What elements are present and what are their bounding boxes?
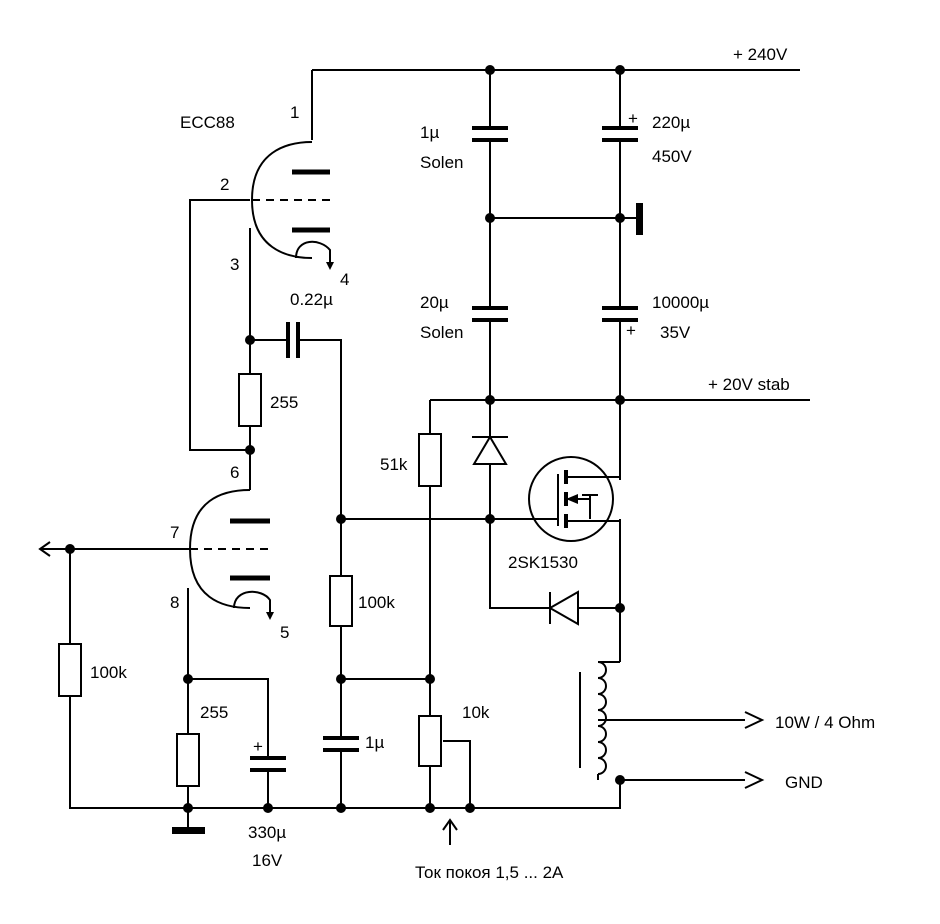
label-c2-polarity: + <box>628 109 638 128</box>
junction-dot <box>336 674 346 684</box>
label-r-grid: 100k <box>90 663 127 682</box>
junction-dot <box>425 674 435 684</box>
label-c-bypass-value: 330µ <box>248 823 286 842</box>
wire-upper-grid-loop <box>189 199 250 451</box>
junction-dot <box>485 213 495 223</box>
output-transformer <box>579 661 620 780</box>
resistor-100k-mid <box>329 575 353 627</box>
label-c2-value: 220µ <box>652 113 690 132</box>
wire-pot-wiper <box>455 740 471 808</box>
junction-dot <box>245 335 255 345</box>
label-stab-supply: + 20V stab <box>708 375 790 394</box>
wire-diode-to-node <box>489 464 550 609</box>
junction-dot <box>336 514 346 524</box>
label-r-mid: 100k <box>358 593 395 612</box>
label-c3-value: 20µ <box>420 293 449 312</box>
label-pin-8: 8 <box>170 593 179 612</box>
label-tube-type: ECC88 <box>180 113 235 132</box>
input-arrow-icon <box>38 541 51 557</box>
label-c1-make: Solen <box>420 153 463 172</box>
junction-dot <box>615 603 625 613</box>
capacitor-1u-bottom <box>323 736 359 752</box>
junction-dot <box>615 65 625 75</box>
junction-dot <box>183 803 193 813</box>
gnd-out-arrow-icon <box>744 771 765 789</box>
capacitor-1u-solen <box>472 126 508 142</box>
potentiometer-10k <box>418 715 442 767</box>
junction-dot <box>615 213 625 223</box>
label-gnd-out: GND <box>785 773 823 792</box>
mosfet-2sk1530 <box>528 456 621 542</box>
label-c-bottom: 1µ <box>365 733 384 752</box>
triode-lower <box>188 489 274 620</box>
label-pin-2: 2 <box>220 175 229 194</box>
junction-dot <box>65 544 75 554</box>
capacitor-0-22u <box>286 322 300 358</box>
junction-dot <box>615 395 625 405</box>
label-c4-rating: 35V <box>660 323 691 342</box>
label-pin-7: 7 <box>170 523 179 542</box>
junction-dot <box>263 803 273 813</box>
capacitor-20u-solen <box>472 306 508 322</box>
label-r-upper-cathode: 255 <box>270 393 298 412</box>
junction-dot <box>336 803 346 813</box>
wire-hv-rail <box>311 69 800 140</box>
junction-dot <box>615 775 625 785</box>
capacitor-220u <box>602 126 638 142</box>
label-coupling-cap: 0.22µ <box>290 290 333 309</box>
label-c2-rating: 450V <box>652 147 692 166</box>
label-pin-3: 3 <box>230 255 239 274</box>
ground-bar <box>172 827 205 834</box>
speaker-out-arrow-icon <box>744 711 765 729</box>
zener-diode <box>472 435 508 465</box>
label-c4-polarity: + <box>626 321 636 340</box>
label-hv-supply: + 240V <box>733 45 788 64</box>
label-bias-note: Ток покоя 1,5 ... 2A <box>415 863 564 882</box>
resistor-255-upper <box>238 373 262 427</box>
label-speaker-out: 10W / 4 Ohm <box>775 713 875 732</box>
bias-arrow-icon <box>442 818 458 845</box>
label-pin-1: 1 <box>290 103 299 122</box>
junction-dot <box>485 65 495 75</box>
junction-dot <box>183 674 193 684</box>
resistor-51k <box>418 433 442 487</box>
label-pin-6: 6 <box>230 463 239 482</box>
chassis-ground-bar <box>636 203 643 235</box>
label-mosfet: 2SK1530 <box>508 553 578 572</box>
wire-mid-node <box>340 626 430 808</box>
capacitor-330u <box>250 756 286 772</box>
triode-upper <box>250 141 334 270</box>
junctions <box>65 65 625 813</box>
resistor-255-lower <box>176 733 200 787</box>
label-pin-5: 5 <box>280 623 289 642</box>
label-c-bypass-polarity: + <box>253 737 263 756</box>
capacitor-10000u <box>602 306 638 322</box>
junction-dot <box>485 514 495 524</box>
wire-coupling <box>250 339 342 576</box>
resistor-100k-grid <box>58 643 82 697</box>
label-c1-value: 1µ <box>420 123 439 142</box>
junction-dot <box>245 445 255 455</box>
label-c4-value: 10000µ <box>652 293 709 312</box>
label-c-bypass-rating: 16V <box>252 851 283 870</box>
label-pot: 10k <box>462 703 490 722</box>
label-c3-make: Solen <box>420 323 463 342</box>
junction-dot <box>485 395 495 405</box>
junction-dot <box>465 803 475 813</box>
label-r-feed: 51k <box>380 455 408 474</box>
label-r-lower-cathode: 255 <box>200 703 228 722</box>
diode-protection <box>547 590 579 626</box>
label-pin-4: 4 <box>340 270 349 289</box>
junction-dot <box>425 803 435 813</box>
wires <box>40 69 810 830</box>
